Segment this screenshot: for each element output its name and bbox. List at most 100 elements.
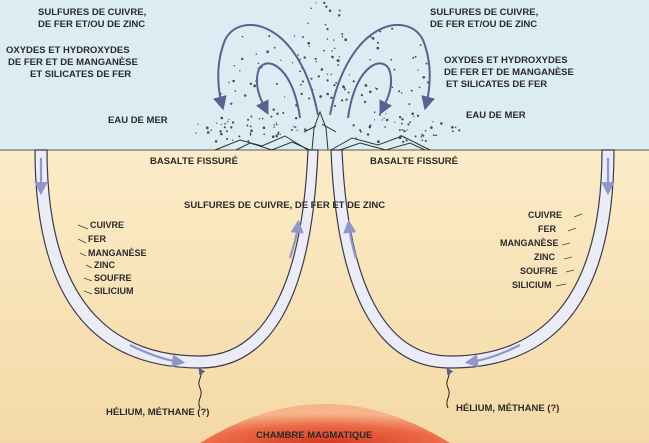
particle-dot xyxy=(374,111,376,113)
particle-dot xyxy=(195,133,196,134)
particle-dot xyxy=(295,127,297,129)
particle-dot xyxy=(331,50,333,52)
basalt-label-left: BASALTE FISSURÉ xyxy=(150,156,238,167)
particle-dot xyxy=(302,80,304,82)
particle-dot xyxy=(360,131,362,133)
particle-dot xyxy=(408,103,410,105)
particle-dot xyxy=(401,118,403,120)
particle-dot xyxy=(333,39,334,40)
particle-dot xyxy=(246,125,248,127)
particle-dot xyxy=(221,124,222,125)
particle-dot xyxy=(452,130,454,132)
particle-dot xyxy=(258,63,260,65)
particle-dot xyxy=(406,129,407,130)
particle-dot xyxy=(244,94,246,96)
particle-dot xyxy=(221,117,224,120)
svg-text:SILICIUM: SILICIUM xyxy=(94,286,134,296)
particle-dot xyxy=(377,140,380,143)
particle-dot xyxy=(458,129,460,131)
particle-dot xyxy=(326,93,329,96)
svg-text:SOUFRE: SOUFRE xyxy=(94,273,132,283)
particle-dot xyxy=(338,14,340,16)
particle-dot xyxy=(291,129,293,131)
particle-dot xyxy=(228,119,229,120)
particle-dot xyxy=(326,79,328,81)
particle-dot xyxy=(250,125,252,127)
particle-dot xyxy=(325,6,327,8)
particle-dot xyxy=(303,56,305,58)
particle-dot xyxy=(226,138,228,140)
particle-dot xyxy=(308,97,310,99)
particle-dot xyxy=(330,97,332,99)
particle-dot xyxy=(377,42,379,44)
svg-text:ZINC: ZINC xyxy=(534,252,555,262)
particle-dot xyxy=(274,47,276,49)
particle-dot xyxy=(369,91,372,94)
particle-dot xyxy=(369,126,372,129)
particle-dot xyxy=(292,62,293,63)
particle-dot xyxy=(216,123,217,124)
svg-text:ET SILICATES DE FER: ET SILICATES DE FER xyxy=(30,69,131,80)
svg-text:DE FER ET/OU DE ZINC: DE FER ET/OU DE ZINC xyxy=(38,19,145,30)
particle-dot xyxy=(327,74,328,75)
particle-dot xyxy=(259,118,261,120)
particle-dot xyxy=(325,24,327,26)
particle-dot xyxy=(427,82,429,84)
particle-dot xyxy=(276,113,278,115)
particle-dot xyxy=(402,141,404,143)
particle-dot xyxy=(372,37,375,40)
basalt-label-right: BASALTE FISSURÉ xyxy=(370,156,458,167)
svg-text:OXYDES ET HYDROXYDES: OXYDES ET HYDROXYDES xyxy=(6,45,130,56)
particle-dot xyxy=(280,134,281,135)
particle-dot xyxy=(307,42,310,45)
particle-dot xyxy=(398,90,400,92)
particle-dot xyxy=(415,56,417,58)
particle-dot xyxy=(297,54,299,56)
particle-dot xyxy=(455,127,457,129)
particle-dot xyxy=(393,69,395,71)
particle-dot xyxy=(315,2,316,3)
particle-dot xyxy=(385,113,386,114)
particle-dot xyxy=(230,103,232,105)
particle-dot xyxy=(239,70,240,71)
top-left-sulfides-label: SULFURES DE CUIVRE, DE FER ET/OU DE ZINC xyxy=(38,7,146,30)
particle-dot xyxy=(295,117,297,119)
particle-dot xyxy=(228,82,229,83)
particle-dot xyxy=(421,139,423,141)
particle-dot xyxy=(391,28,393,30)
particle-dot xyxy=(342,86,345,89)
particle-dot xyxy=(344,89,346,91)
particle-dot xyxy=(341,99,343,101)
particle-dot xyxy=(206,127,209,130)
particle-dot xyxy=(297,130,298,131)
particle-dot xyxy=(250,129,253,132)
particle-dot xyxy=(364,101,366,103)
particle-dot xyxy=(304,128,306,130)
particle-dot xyxy=(451,126,454,129)
particle-dot xyxy=(356,137,357,138)
particle-dot xyxy=(421,136,423,138)
particle-dot xyxy=(345,98,347,100)
particle-dot xyxy=(361,94,363,96)
particle-dot xyxy=(294,35,295,36)
particle-dot xyxy=(407,123,409,125)
particle-dot xyxy=(273,124,274,125)
svg-text:DE FER ET DE MANGANÈSE: DE FER ET DE MANGANÈSE xyxy=(444,67,574,78)
particle-dot xyxy=(316,61,317,62)
particle-dot xyxy=(307,22,309,24)
particle-dot xyxy=(440,122,443,125)
particle-dot xyxy=(392,86,394,88)
particle-dot xyxy=(242,36,244,38)
particle-dot xyxy=(300,84,302,86)
gas-label-left: HÉLIUM, MÉTHANE (?) xyxy=(106,407,209,418)
particle-dot xyxy=(232,121,234,123)
particle-dot xyxy=(365,84,368,87)
particle-dot xyxy=(327,38,328,39)
particle-dot xyxy=(215,140,218,143)
particle-dot xyxy=(419,86,421,88)
particle-dot xyxy=(383,118,384,119)
particle-dot xyxy=(323,50,325,52)
particle-dot xyxy=(333,84,335,86)
particle-dot xyxy=(411,112,414,115)
